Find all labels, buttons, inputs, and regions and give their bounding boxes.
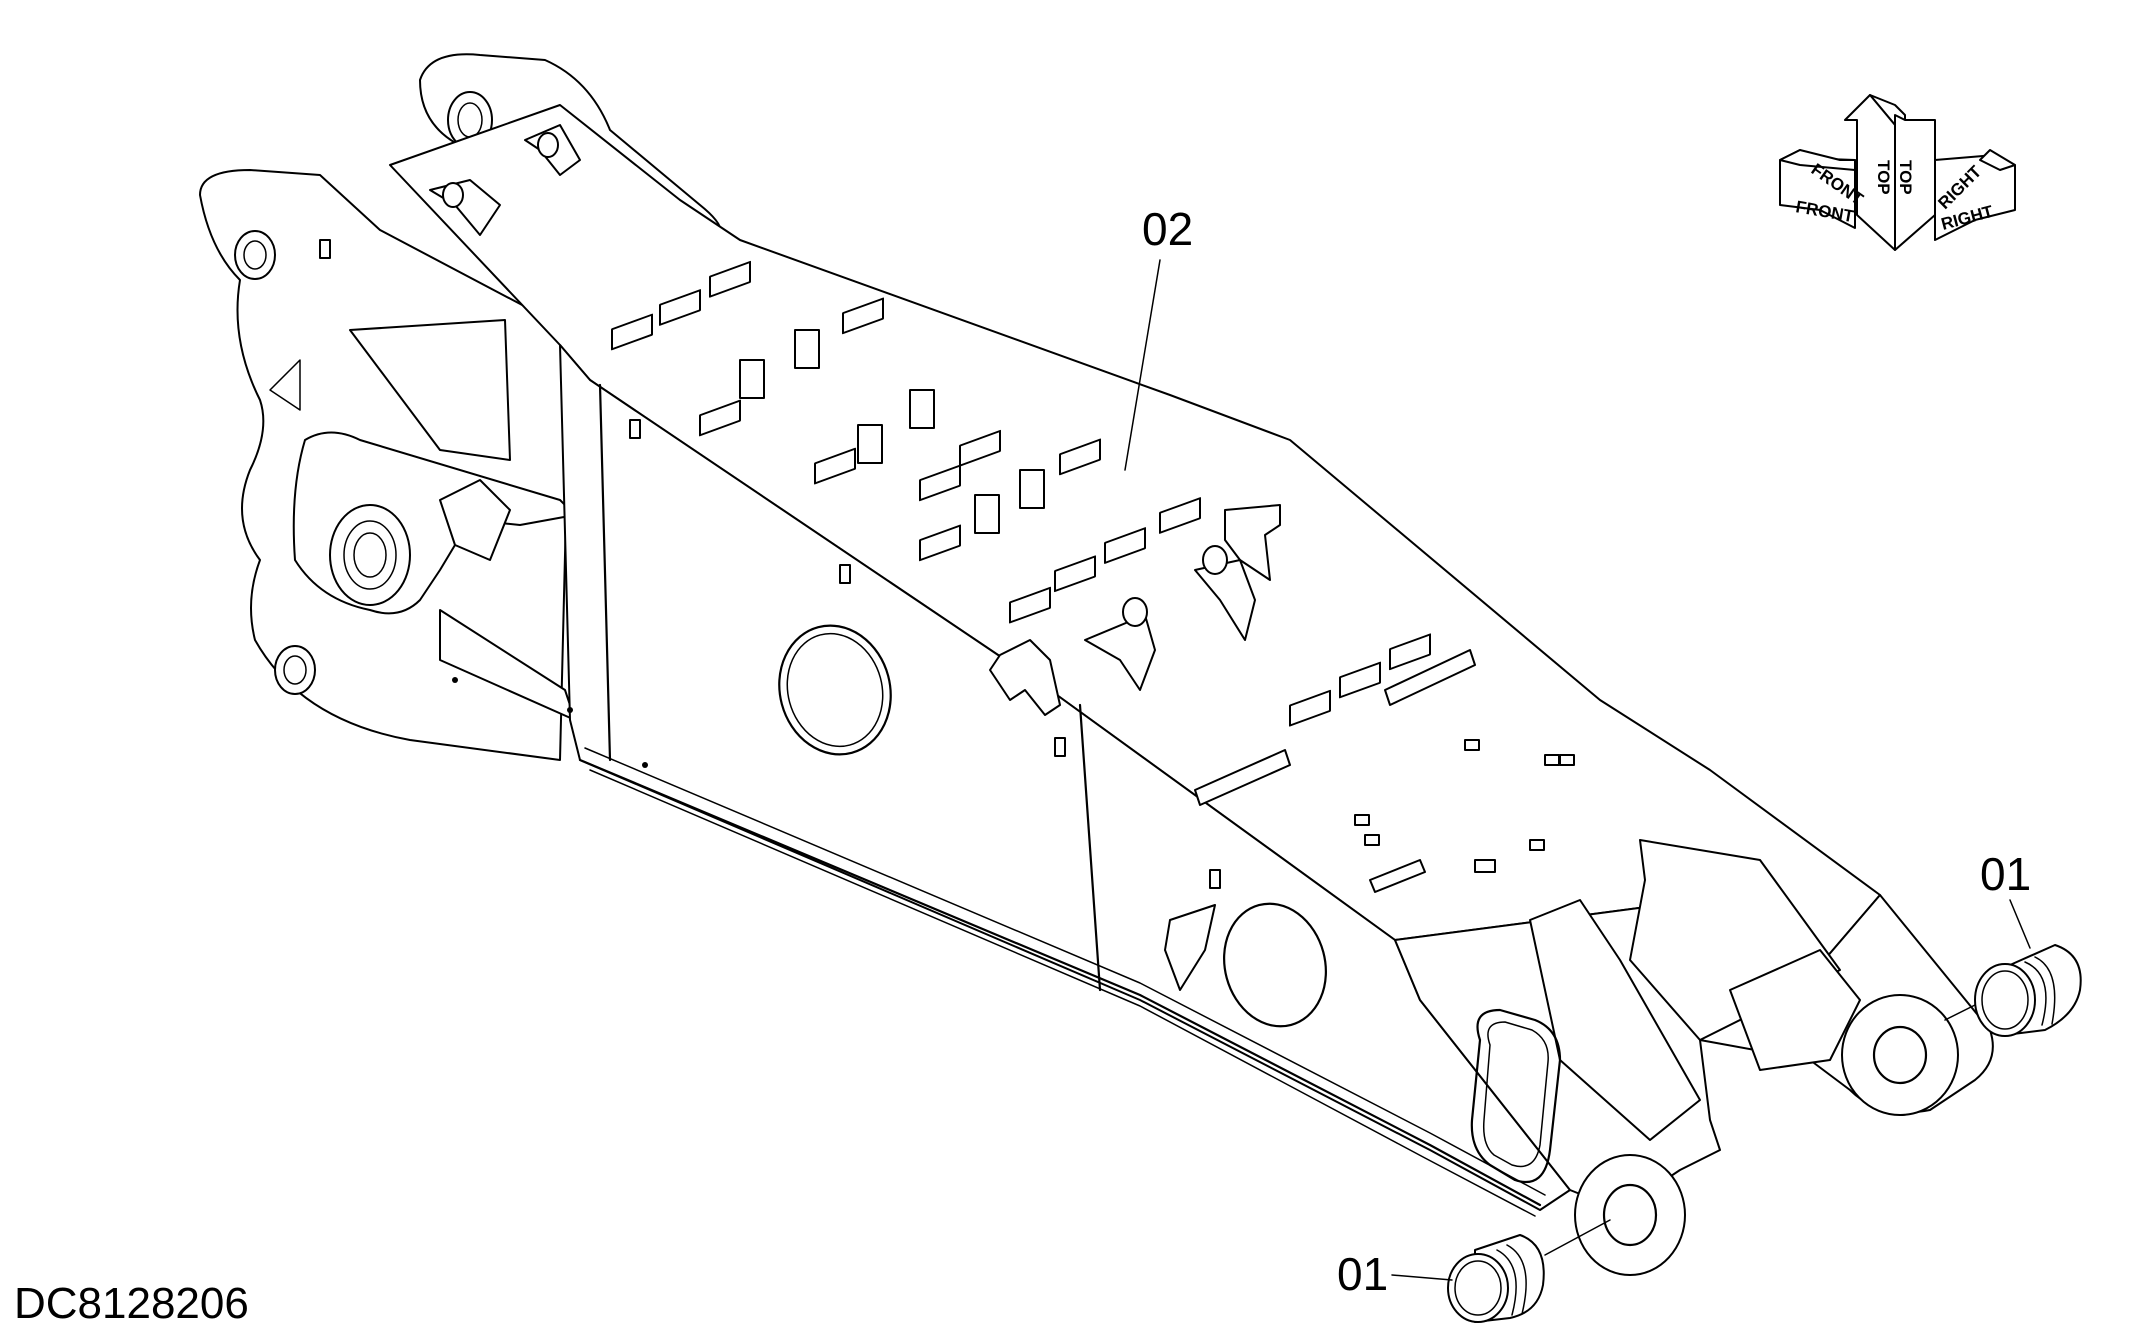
orientation-indicator: FRONT FRONT TOP TOP RIGHT RIGHT xyxy=(1779,94,2016,251)
callout-pin-upper: 01 xyxy=(1980,848,2031,949)
hose-bracket-1 xyxy=(989,639,1061,716)
callout-boom: 02 xyxy=(1124,203,1193,471)
foot-bore-1 xyxy=(234,230,276,280)
drawing-id: DC8128206 xyxy=(14,1279,249,1328)
foot-bore-2 xyxy=(274,645,316,695)
callout-label-02: 02 xyxy=(1142,203,1193,255)
leader-pin-lower xyxy=(1544,1219,1611,1256)
orientation-label-top: TOP xyxy=(1874,160,1893,195)
arm-pin-boss-right xyxy=(1841,994,1959,1116)
boom-assembly xyxy=(199,53,1994,1276)
hose-bracket-2 xyxy=(1224,504,1281,581)
orientation-label-top-2: TOP xyxy=(1896,160,1915,195)
arm-side-window xyxy=(1470,1008,1562,1183)
arm-pin-boss-left xyxy=(1574,1154,1686,1276)
lightening-hole-2 xyxy=(1223,902,1327,1028)
callout-pin-lower: 01 xyxy=(1337,1248,1453,1300)
lightening-hole-1 xyxy=(778,624,892,756)
boom-side-plate xyxy=(559,344,1571,1211)
pin-01-lower xyxy=(1447,1234,1545,1323)
wear-pads xyxy=(611,260,1431,727)
pin-01-upper xyxy=(1974,944,2082,1037)
leader-pin-upper xyxy=(1944,1004,1976,1021)
callout-label-01-lower: 01 xyxy=(1337,1248,1388,1300)
cylinder-pin-bore xyxy=(329,504,411,606)
callout-label-01-upper: 01 xyxy=(1980,848,2031,900)
